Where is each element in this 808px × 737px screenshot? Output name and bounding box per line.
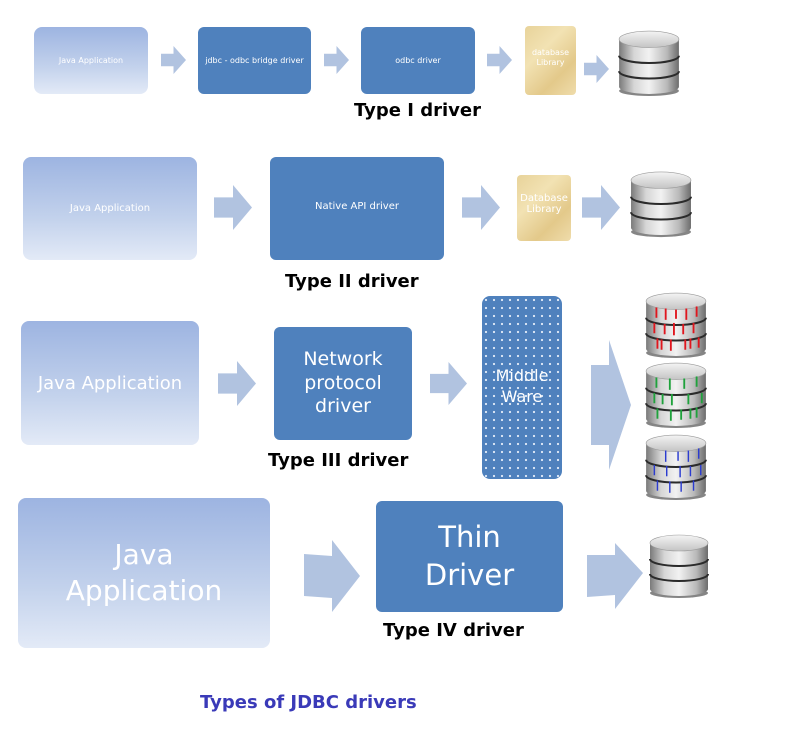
type1-bridge-driver-label: jdbc - odbc bridge driver xyxy=(205,56,304,65)
type1-database-icon xyxy=(618,30,680,96)
type1-bridge-driver-box: jdbc - odbc bridge driver xyxy=(198,27,311,94)
type1-arrow-1 xyxy=(161,46,186,74)
type1-arrow-2 xyxy=(324,46,349,74)
type1-arrow-3 xyxy=(487,46,512,74)
type3-network-protocol-driver-label: Network protocol driver xyxy=(303,347,383,418)
type3-arrow-1 xyxy=(218,361,256,406)
type1-java-application-box: Java Application xyxy=(34,27,148,94)
type2-native-api-driver-label: Native API driver xyxy=(315,201,399,212)
type2-title: Type II driver xyxy=(285,271,419,292)
type1-database-library-box: database Library xyxy=(525,26,576,95)
type2-database-icon xyxy=(630,170,692,238)
type3-java-application-label: Java Application xyxy=(37,372,183,394)
type1-odbc-driver-box: odbc driver xyxy=(361,27,475,94)
type4-thin-driver-box: Thin Driver xyxy=(376,501,563,612)
type3-middleware-box: Middle Ware xyxy=(482,296,562,479)
type2-database-library-box: Database Library xyxy=(517,175,571,241)
type4-title: Type IV driver xyxy=(383,620,524,641)
type3-arrow-3 xyxy=(591,340,631,470)
type4-arrow-1 xyxy=(304,540,360,612)
diagram-title: Types of JDBC drivers xyxy=(200,692,417,713)
type3-arrow-2 xyxy=(430,362,467,405)
type1-database-library-label: database Library xyxy=(531,48,570,67)
database-red-icon xyxy=(644,292,708,358)
database-green-icon xyxy=(644,362,708,428)
type3-network-protocol-driver-box: Network protocol driver xyxy=(274,327,412,440)
type1-java-application-label: Java Application xyxy=(58,56,124,65)
type2-java-application-box: Java Application xyxy=(23,157,197,260)
type4-database-icon xyxy=(649,531,709,601)
type2-arrow-1 xyxy=(214,185,252,230)
type1-title: Type I driver xyxy=(354,100,481,121)
type2-native-api-driver-box: Native API driver xyxy=(270,157,444,260)
type3-middleware-label: Middle Ware xyxy=(495,366,549,406)
type3-title: Type III driver xyxy=(268,450,409,471)
type2-java-application-label: Java Application xyxy=(69,203,151,214)
type1-odbc-driver-label: odbc driver xyxy=(395,56,441,65)
type2-database-library-label: Database Library xyxy=(520,192,568,216)
type3-java-application-box: Java Application xyxy=(21,321,199,445)
type4-java-application-box: Java Application xyxy=(18,498,270,648)
type4-java-application-label: Java Application xyxy=(65,537,223,607)
type2-arrow-2 xyxy=(462,185,500,230)
type4-arrow-2 xyxy=(587,543,643,609)
type4-thin-driver-label: Thin Driver xyxy=(424,519,515,592)
type1-arrow-4 xyxy=(584,55,609,83)
type2-arrow-3 xyxy=(582,185,620,230)
database-blue-icon xyxy=(644,434,708,500)
